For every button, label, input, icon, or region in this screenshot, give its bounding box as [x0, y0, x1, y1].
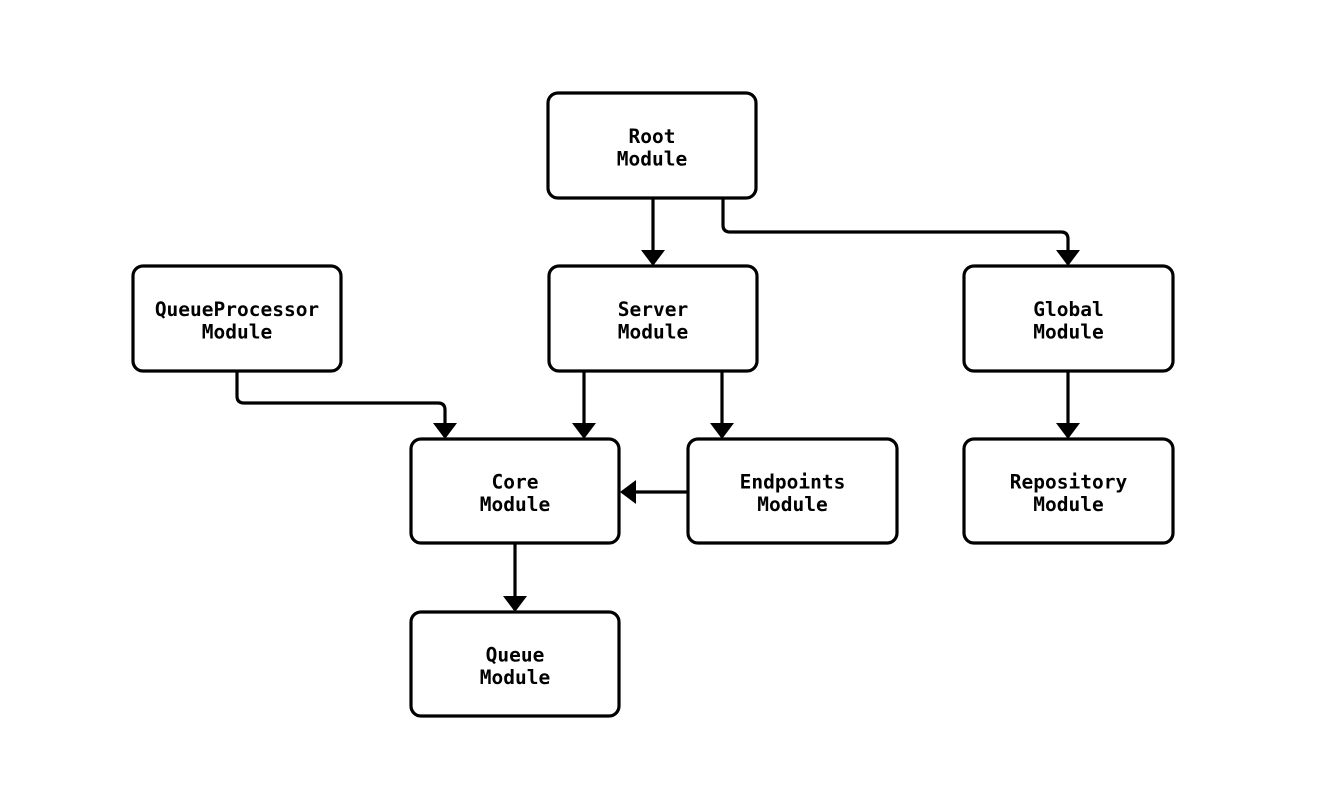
node-box-queue: [409, 610, 621, 718]
node-box-repository: [962, 437, 1175, 545]
node-box-global: [962, 264, 1175, 373]
node-box-endpoints: [686, 437, 899, 545]
node-box-queueprocessor: [131, 264, 343, 373]
edge-queueprocessor-to-core: [235, 371, 457, 439]
edges-layer: [235, 198, 1080, 612]
node-box-core: [409, 437, 621, 545]
edge-root-to-global: [721, 198, 1080, 266]
node-box-root: [546, 91, 758, 200]
node-box-server: [547, 264, 759, 373]
